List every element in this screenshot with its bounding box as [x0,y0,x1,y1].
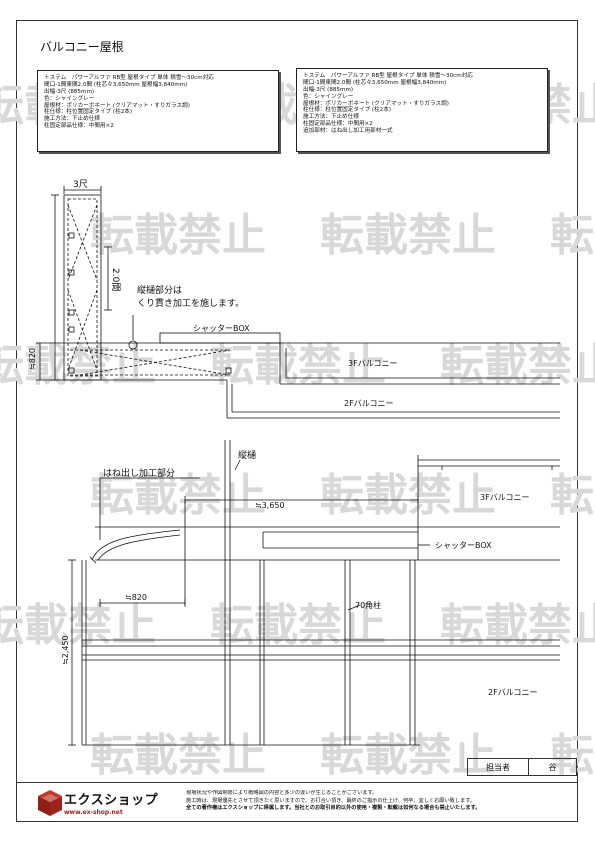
exshop-logo-icon [38,790,62,816]
elev-dim-height: ≒2,450 [61,635,70,665]
watermark-layer: 転載禁止転載禁止転載禁止転載禁止転載禁止転載禁止転載禁止転載禁止転載禁止転載禁止… [0,80,595,781]
spec-line: トステム パワーアルファ RB型 屋根タイプ 単体 積雪～30cm対応 [44,75,214,81]
tantou-label: 担当者 [468,759,529,775]
spec-box-left: トステム パワーアルファ RB型 屋根タイプ 単体 積雪～30cm対応 間口-1… [37,70,279,152]
plan-shutter-label: シャッターBOX [193,324,250,333]
spec-box-right: トステム パワーアルファ RB型 屋根タイプ 単体 積雪～30cm対応 間口-1… [296,68,548,152]
spec-line: 施工方法：下止め仕様 [303,114,359,121]
watermark-text: 転載禁止 [320,210,496,261]
tantou-box: 担当者 谷 [467,758,577,776]
elevation-view [68,440,560,746]
plan-dim-top: 3尺 [73,179,88,190]
plan-dim-left: ≒820 [28,348,37,370]
elev-dim-width: ≒3,650 [255,501,285,510]
elev-post-label: 70角柱 [355,600,381,610]
plan-note-line1: 縦樋部分は [137,284,182,296]
watermark-text: 転載禁止 [550,210,595,261]
spec-line: 屋根材：ポリカーボネート (クリアマット・すりガラス調) [303,100,449,107]
tantou-name: 谷 [548,762,557,772]
plan-view [36,186,560,419]
plan-note-line2: くり貫き加工を施します。 [137,297,244,309]
logo-url: www.ex-shop.net [64,809,123,816]
spec-line: トステム パワーアルファ RB型 屋根タイプ 単体 積雪～30cm対応 [303,73,473,79]
plan-labels: 3尺 2.0間 ≒820 縦樋部分は くり貫き加工を施します。 シャッターBOX… [28,179,398,408]
footer-note: 現場状況や作図制限により概略図の内容と多少の違いが生じることがございます。 [186,790,378,796]
watermark-text: 転載禁止 [550,470,595,521]
logo-text: エクスショップ [64,793,159,808]
page-title: バルコニー屋根 [40,40,124,54]
watermark-text: 転載禁止 [210,340,386,391]
spec-line: 間口-1間東間2.0間 (柱芯々3,650mm 屋根幅3,840mm) [303,79,447,86]
spec-line: 柱固定部品仕様：中間用×2 [303,121,373,128]
footer-notes: 現場状況や作図制限により概略図の内容と多少の違いが生じることがございます。 施工… [186,790,571,813]
footer-note: 施工時は、現場優先とさせて頂きたく思いますので、お打合い頂き、最終のご指示の仕上… [186,797,476,804]
footer [16,782,578,822]
plan-roof-inner [67,198,98,377]
spec-line: 色：シャイングレー [44,95,95,102]
spec-line: 出幅-3尺 (885mm) [303,86,354,93]
spec-line: 屋根材：ポリカーボネート (クリアマット・すりガラス調) [44,102,190,109]
watermark-text: 転載禁止 [320,470,496,521]
elev-balcony-3f: 3Fバルコニー [480,493,530,502]
spec-line: 追加部材：はね出し加工用部材一式 [303,128,393,135]
spec-line: 柱仕様：柱位置固定タイプ (柱2本) [44,109,133,116]
spec-line: 色：シャイングレー [303,93,354,100]
watermark-text: 転載禁止 [90,470,266,521]
spec-line: 間口-1間東間2.0間 (柱芯々3,650mm 屋根幅3,840mm) [44,81,188,88]
spec-line: 柱仕様：柱位置固定タイプ (柱2本) [303,107,392,114]
plan-balcony-3f: 3Fバルコニー [348,359,398,368]
elev-shutter-label: シャッターBOX [435,541,492,550]
footer-note: 全ての著作権はエクスショップに帰属します。当社とのお取引目的以外の使用・複製・転… [186,805,481,812]
elev-gutter-label: 縦樋 [238,449,256,461]
plan-dim-side: 2.0間 [110,268,121,291]
spec-line: 出幅-3尺 (885mm) [44,88,95,95]
plan-balcony-2f: 2Fバルコニー [344,399,394,408]
watermark-text: 転載禁止 [90,210,266,261]
watermark-text: 転載禁止 [440,340,595,391]
watermark-text: 転載禁止 [0,600,156,651]
watermark-text: 転載禁止 [0,340,156,391]
watermark-text: 転載禁止 [90,730,266,781]
sheet-border [16,20,578,822]
watermark-text: 転載禁止 [550,730,595,781]
elev-dim-820: ≒820 [125,593,147,602]
elev-cantilever-label: はね出し加工部分 [103,467,175,479]
watermark-text: 転載禁止 [440,600,595,651]
elev-balcony-2f: 2Fバルコニー [488,688,538,697]
elevation-labels: 縦樋 はね出し加工部分 ≒3,650 3Fバルコニー シャッターBOX ≒820… [61,449,538,697]
spec-line: 柱固定部品仕様：中間用×2 [44,123,114,130]
watermark-text: 転載禁止 [210,600,386,651]
watermark-text: 転載禁止 [320,730,496,781]
spec-line: 施工方法：下止め仕様 [44,116,100,123]
